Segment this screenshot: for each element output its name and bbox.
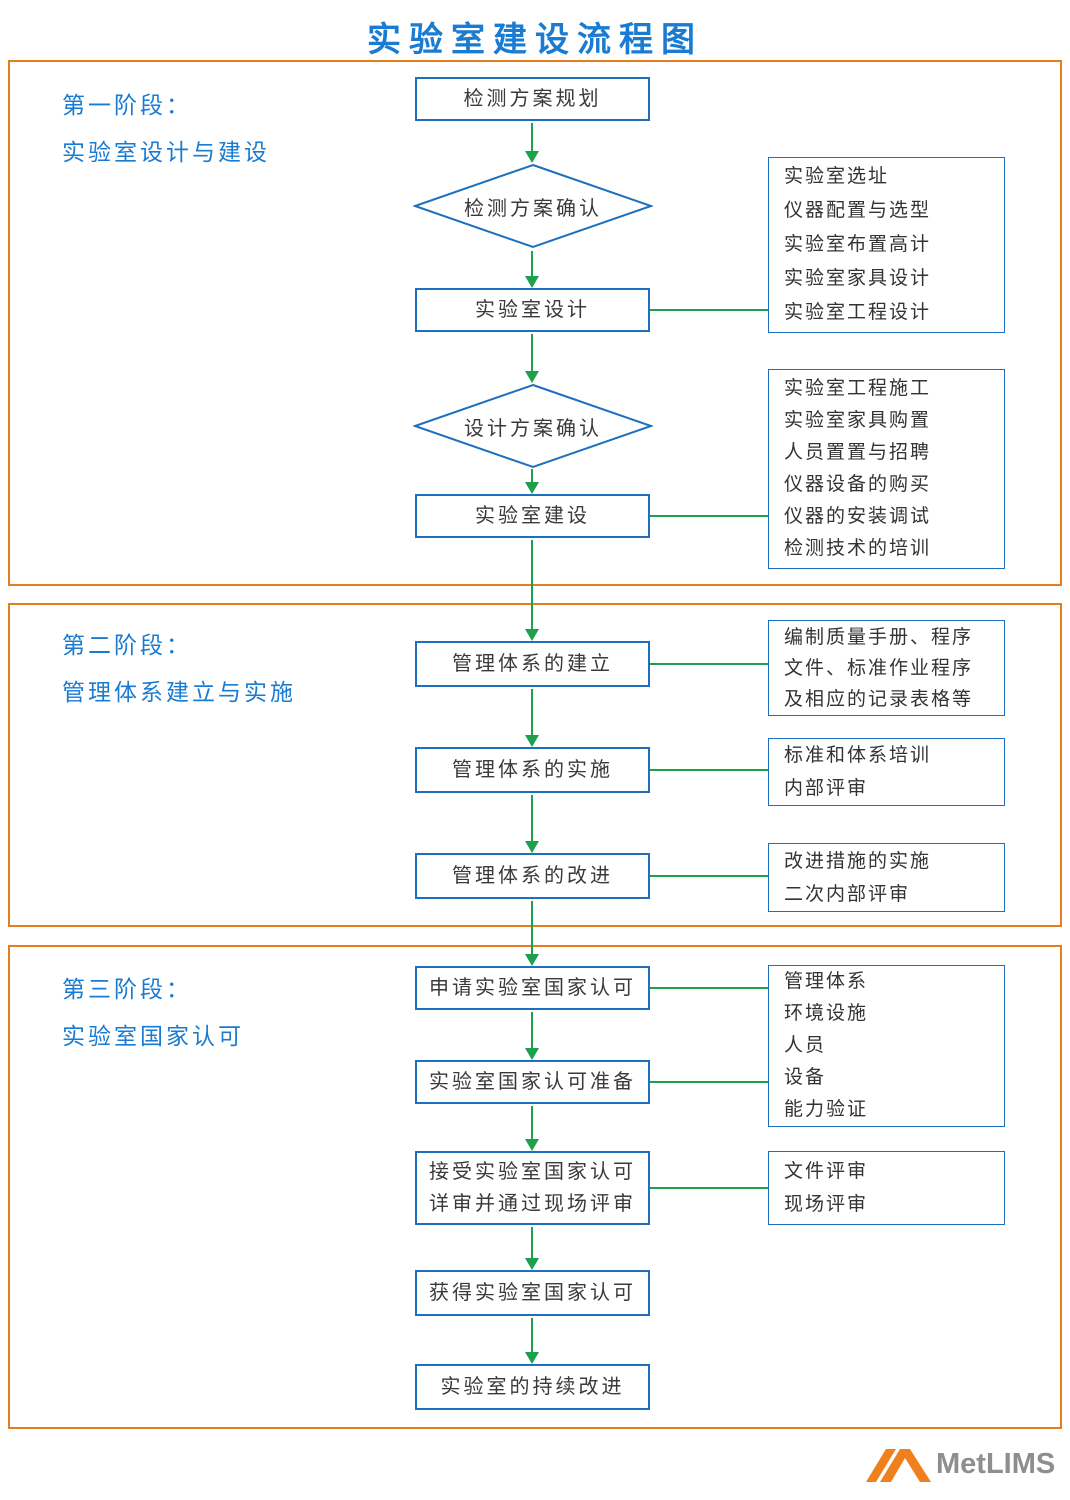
stage-2-subtitle: 管理体系建立与实施 (62, 679, 296, 705)
decision-plan-confirm: 检测方案确认 (413, 163, 653, 249)
flow-arrow-head-icon (525, 151, 539, 163)
flow-node-accept-line2: 详审并通过现场评审 (429, 1193, 636, 1215)
flow-node-lab-design: 实验室设计 (415, 288, 650, 332)
flow-arrow-head-icon (525, 1258, 539, 1270)
side-item: 实验室布置高计 (784, 234, 932, 255)
side-item: 改进措施的实施 (784, 850, 932, 872)
flow-node-sys-improve: 管理体系的改进 (415, 853, 650, 899)
decision-design-confirm-label: 设计方案确认 (464, 417, 602, 440)
side-item: 实验室工程设计 (784, 302, 932, 323)
connector-line (650, 875, 768, 877)
flow-arrow-line (531, 689, 533, 735)
side-item: 人员 (784, 1035, 827, 1056)
metlims-logo: MetLIMS (866, 1446, 1055, 1482)
flow-arrow-head-icon (525, 735, 539, 747)
connector-line (650, 1081, 768, 1083)
stage-3-section-frame (8, 945, 1062, 1429)
side-box-build-items: 实验室工程施工 实验室家具购置 人员置置与招聘 仪器设备的购买 仪器的安装调试 … (768, 369, 1005, 569)
metlims-logo-icon (866, 1449, 931, 1482)
flow-node-obtain: 获得实验室国家认可 (415, 1270, 650, 1316)
stage-3-name: 第三阶段： (62, 976, 192, 1002)
connector-line (650, 987, 768, 989)
side-item: 仪器配置与选型 (784, 200, 932, 221)
side-item: 实验室家具购置 (784, 410, 932, 431)
stage-1-subtitle: 实验室设计与建设 (62, 139, 270, 165)
side-item: 能力验证 (784, 1099, 869, 1120)
side-item: 检测技术的培训 (784, 538, 932, 559)
decision-design-confirm: 设计方案确认 (413, 383, 653, 469)
side-box-implement-items: 标准和体系培训 内部评审 (768, 738, 1005, 806)
stage-1-label: 第一阶段： 实验室设计与建设 (62, 82, 270, 176)
flow-arrow-line (531, 540, 533, 629)
flow-arrow-line (531, 795, 533, 841)
side-item: 仪器的安装调试 (784, 506, 932, 527)
flow-arrow-head-icon (525, 1352, 539, 1364)
side-item: 二次内部评审 (784, 883, 911, 905)
stage-3-label: 第三阶段： 实验室国家认可 (62, 966, 244, 1060)
side-item: 及相应的记录表格等 (784, 688, 974, 710)
page-title: 实验室建设流程图 (367, 21, 703, 59)
side-item: 实验室选址 (784, 166, 890, 187)
stage-1-section-frame (8, 60, 1062, 586)
side-item: 仪器设备的购买 (784, 474, 932, 495)
stage-2-name: 第二阶段： (62, 632, 192, 658)
flow-arrow-head-icon (525, 954, 539, 966)
side-box-review-items: 文件评审 现场评审 (768, 1151, 1005, 1225)
connector-line (650, 769, 768, 771)
flow-arrow-head-icon (525, 1048, 539, 1060)
side-item: 现场评审 (784, 1194, 869, 1215)
flow-arrow-head-icon (525, 629, 539, 641)
flow-arrow-head-icon (525, 276, 539, 288)
stage-2-label: 第二阶段： 管理体系建立与实施 (62, 622, 296, 716)
flow-node-accept-line1: 接受实验室国家认可 (429, 1161, 636, 1183)
side-item: 实验室家具设计 (784, 268, 932, 289)
flow-arrow-head-icon (525, 841, 539, 853)
flow-arrow-line (531, 1012, 533, 1048)
flow-node-continuous: 实验室的持续改进 (415, 1364, 650, 1410)
side-item: 设备 (784, 1067, 827, 1088)
stage-3-subtitle: 实验室国家认可 (62, 1023, 244, 1049)
diamond-shape-icon (413, 163, 653, 249)
flow-arrow-line (531, 901, 533, 954)
side-box-accreditation-items: 管理体系 环境设施 人员 设备 能力验证 (768, 965, 1005, 1127)
side-item: 编制质量手册、程序 (784, 626, 974, 648)
flow-arrow-line (531, 123, 533, 151)
side-item: 环境设施 (784, 1003, 869, 1024)
side-box-improve-items: 改进措施的实施 二次内部评审 (768, 843, 1005, 912)
flow-arrow-line (531, 1227, 533, 1258)
diamond-shape-icon (413, 383, 653, 469)
side-item: 文件、标准作业程序 (784, 657, 974, 679)
flow-arrow-line (531, 251, 533, 276)
flow-node-lab-build: 实验室建设 (415, 494, 650, 538)
stage-2-section-frame (8, 603, 1062, 927)
flow-arrow-line (531, 334, 533, 371)
flow-node-accept: 接受实验室国家认可 详审并通过现场评审 (415, 1151, 650, 1225)
side-item: 管理体系 (784, 971, 869, 992)
connector-line (650, 515, 768, 517)
side-box-establish-items: 编制质量手册、程序 文件、标准作业程序 及相应的记录表格等 (768, 620, 1005, 716)
side-item: 标准和体系培训 (784, 745, 932, 766)
decision-plan-confirm-label: 检测方案确认 (464, 197, 602, 220)
flow-arrow-head-icon (525, 1139, 539, 1151)
connector-line (650, 1187, 768, 1189)
flow-arrow-line (531, 1106, 533, 1139)
connector-line (650, 309, 768, 311)
flow-arrow-head-icon (525, 482, 539, 494)
flow-node-sys-establish: 管理体系的建立 (415, 641, 650, 687)
flow-node-prepare: 实验室国家认可准备 (415, 1060, 650, 1104)
side-item: 文件评审 (784, 1161, 869, 1182)
flow-arrow-line (531, 469, 533, 482)
flow-arrow-head-icon (525, 371, 539, 383)
flow-node-apply: 申请实验室国家认可 (415, 966, 650, 1010)
side-item: 实验室工程施工 (784, 378, 932, 399)
connector-line (650, 663, 768, 665)
flow-arrow-line (531, 1318, 533, 1352)
side-item: 人员置置与招聘 (784, 442, 932, 463)
side-box-design-items: 实验室选址 仪器配置与选型 实验室布置高计 实验室家具设计 实验室工程设计 (768, 157, 1005, 333)
metlims-logo-text: MetLIMS (936, 1448, 1056, 1480)
flow-node-sys-implement: 管理体系的实施 (415, 747, 650, 793)
flow-node-plan: 检测方案规划 (415, 77, 650, 121)
side-item: 内部评审 (784, 778, 869, 799)
stage-1-name: 第一阶段： (62, 92, 192, 118)
